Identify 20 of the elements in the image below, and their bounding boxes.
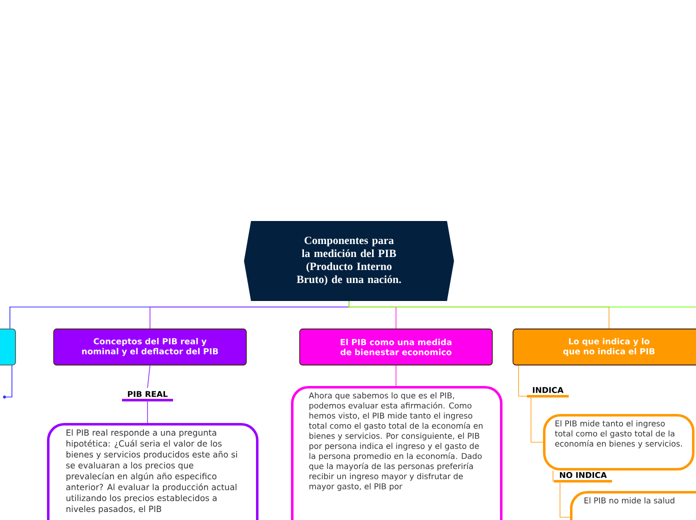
connector-line — [147, 365, 150, 388]
central-topic-box: Componentes para la medición del PIB (Producto Interno Bruto) de una nación. — [244, 221, 454, 301]
text-card: El PIB mide tanto el ingreso total como el gasto total de la economía en bienes y servicios. — [543, 414, 694, 470]
subtopic-label: INDICA — [527, 386, 569, 398]
topic-box: Conceptos del PIB real y nominal y el deflactor del PIB — [53, 328, 247, 366]
connector-line — [530, 396, 544, 443]
subtopic-label: PIB REAL — [122, 391, 174, 402]
subtopic-label: NO INDICA — [554, 472, 612, 482]
connector-line — [552, 470, 554, 482]
connector-line — [518, 365, 528, 397]
connector-line — [147, 400, 148, 424]
connector-line — [560, 480, 570, 518]
connector-line — [348, 300, 696, 308]
topic-box: El PIB como una medida de bienestar economico — [299, 328, 493, 366]
text-card: El PIB real responde a una pregunta hipotética: ¿Cuál seria el valor de los bienes y servicios producidos este año si se evaluaran a los precios que prevalecían en algún año especifico anterior? Al evaluar la producción actual utilizando los precios establecidos a niveles pasados, el PIB — [47, 423, 258, 520]
text-card: El PIB no mide la salud — [570, 491, 696, 520]
topic-box: Lo que indica y lo que no indica el PIB — [512, 328, 696, 366]
connector-line — [3, 365, 12, 398]
text-card: Ahora que sabemos lo que es el PIB, podemos evaluar esta afirmación. Como hemos visto, el PIB mide tanto el ingreso total como el gasto total de la economía en bienes y servicios. Por consiguiente, el PIB por persona indica el ingreso y el gasto de la persona promedio en la economía. Dado que la mayoría de las personas preferiría recibir un ingreso mayor y disfrutar de mayor gasto, el PIB por — [291, 386, 502, 520]
topic-box — [0, 328, 16, 366]
